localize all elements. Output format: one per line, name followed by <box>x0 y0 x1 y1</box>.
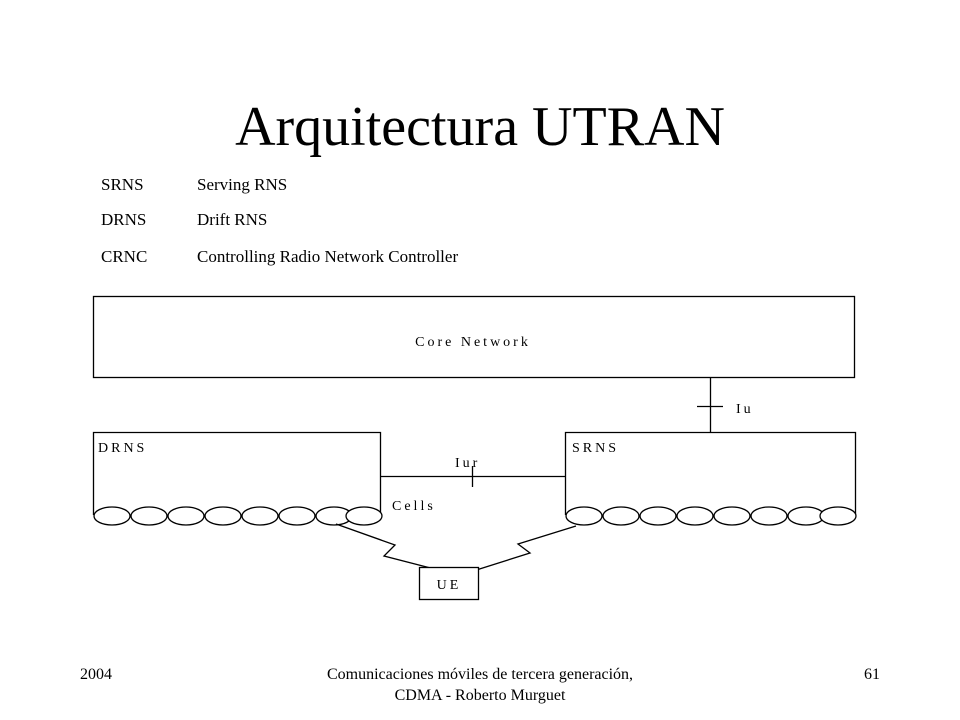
cell <box>819 506 857 526</box>
drns-label: DRNS <box>98 441 147 456</box>
glossary-abbr-crnc: CRNC <box>101 247 148 266</box>
cell <box>345 506 383 526</box>
ue-label: UE <box>437 578 462 593</box>
glossary-def-drns: Drift RNS <box>197 210 268 229</box>
cell <box>241 506 279 526</box>
cell <box>565 506 603 526</box>
cell <box>93 506 131 526</box>
srns-label: SRNS <box>572 441 619 456</box>
cells-label: Cells <box>392 499 436 514</box>
ue-box <box>418 566 480 601</box>
glossary-def-srns: Serving RNS <box>197 175 288 194</box>
srns-box <box>564 431 857 515</box>
cell <box>602 506 640 526</box>
cell <box>750 506 788 526</box>
footer-year: 2004 <box>80 666 112 683</box>
cell <box>167 506 205 526</box>
radio-link-srns <box>469 525 577 573</box>
slide-title: Arquitectura UTRAN <box>235 96 725 158</box>
cell <box>639 506 677 526</box>
footer-course: Comunicaciones móviles de tercera genera… <box>326 666 634 704</box>
cell <box>787 506 825 526</box>
core-network-label: Core Network <box>415 335 531 350</box>
srns-cells <box>565 506 857 526</box>
cell <box>130 506 168 526</box>
glossary-abbr-drns: DRNS <box>101 210 147 229</box>
glossary-abbr-srns: SRNS <box>101 175 144 194</box>
glossary-def-crnc: Controlling Radio Network Controller <box>197 247 459 266</box>
radio-link-drns <box>335 523 447 573</box>
cell <box>713 506 751 526</box>
footer-page-number: 61 <box>864 666 880 683</box>
iu-label: Iu <box>736 402 754 417</box>
cell <box>204 506 242 526</box>
iur-label: Iur <box>455 456 480 471</box>
drns-box <box>92 431 382 515</box>
core-network-box <box>92 295 856 379</box>
cell <box>676 506 714 526</box>
cell <box>278 506 316 526</box>
drns-cells <box>93 506 383 526</box>
